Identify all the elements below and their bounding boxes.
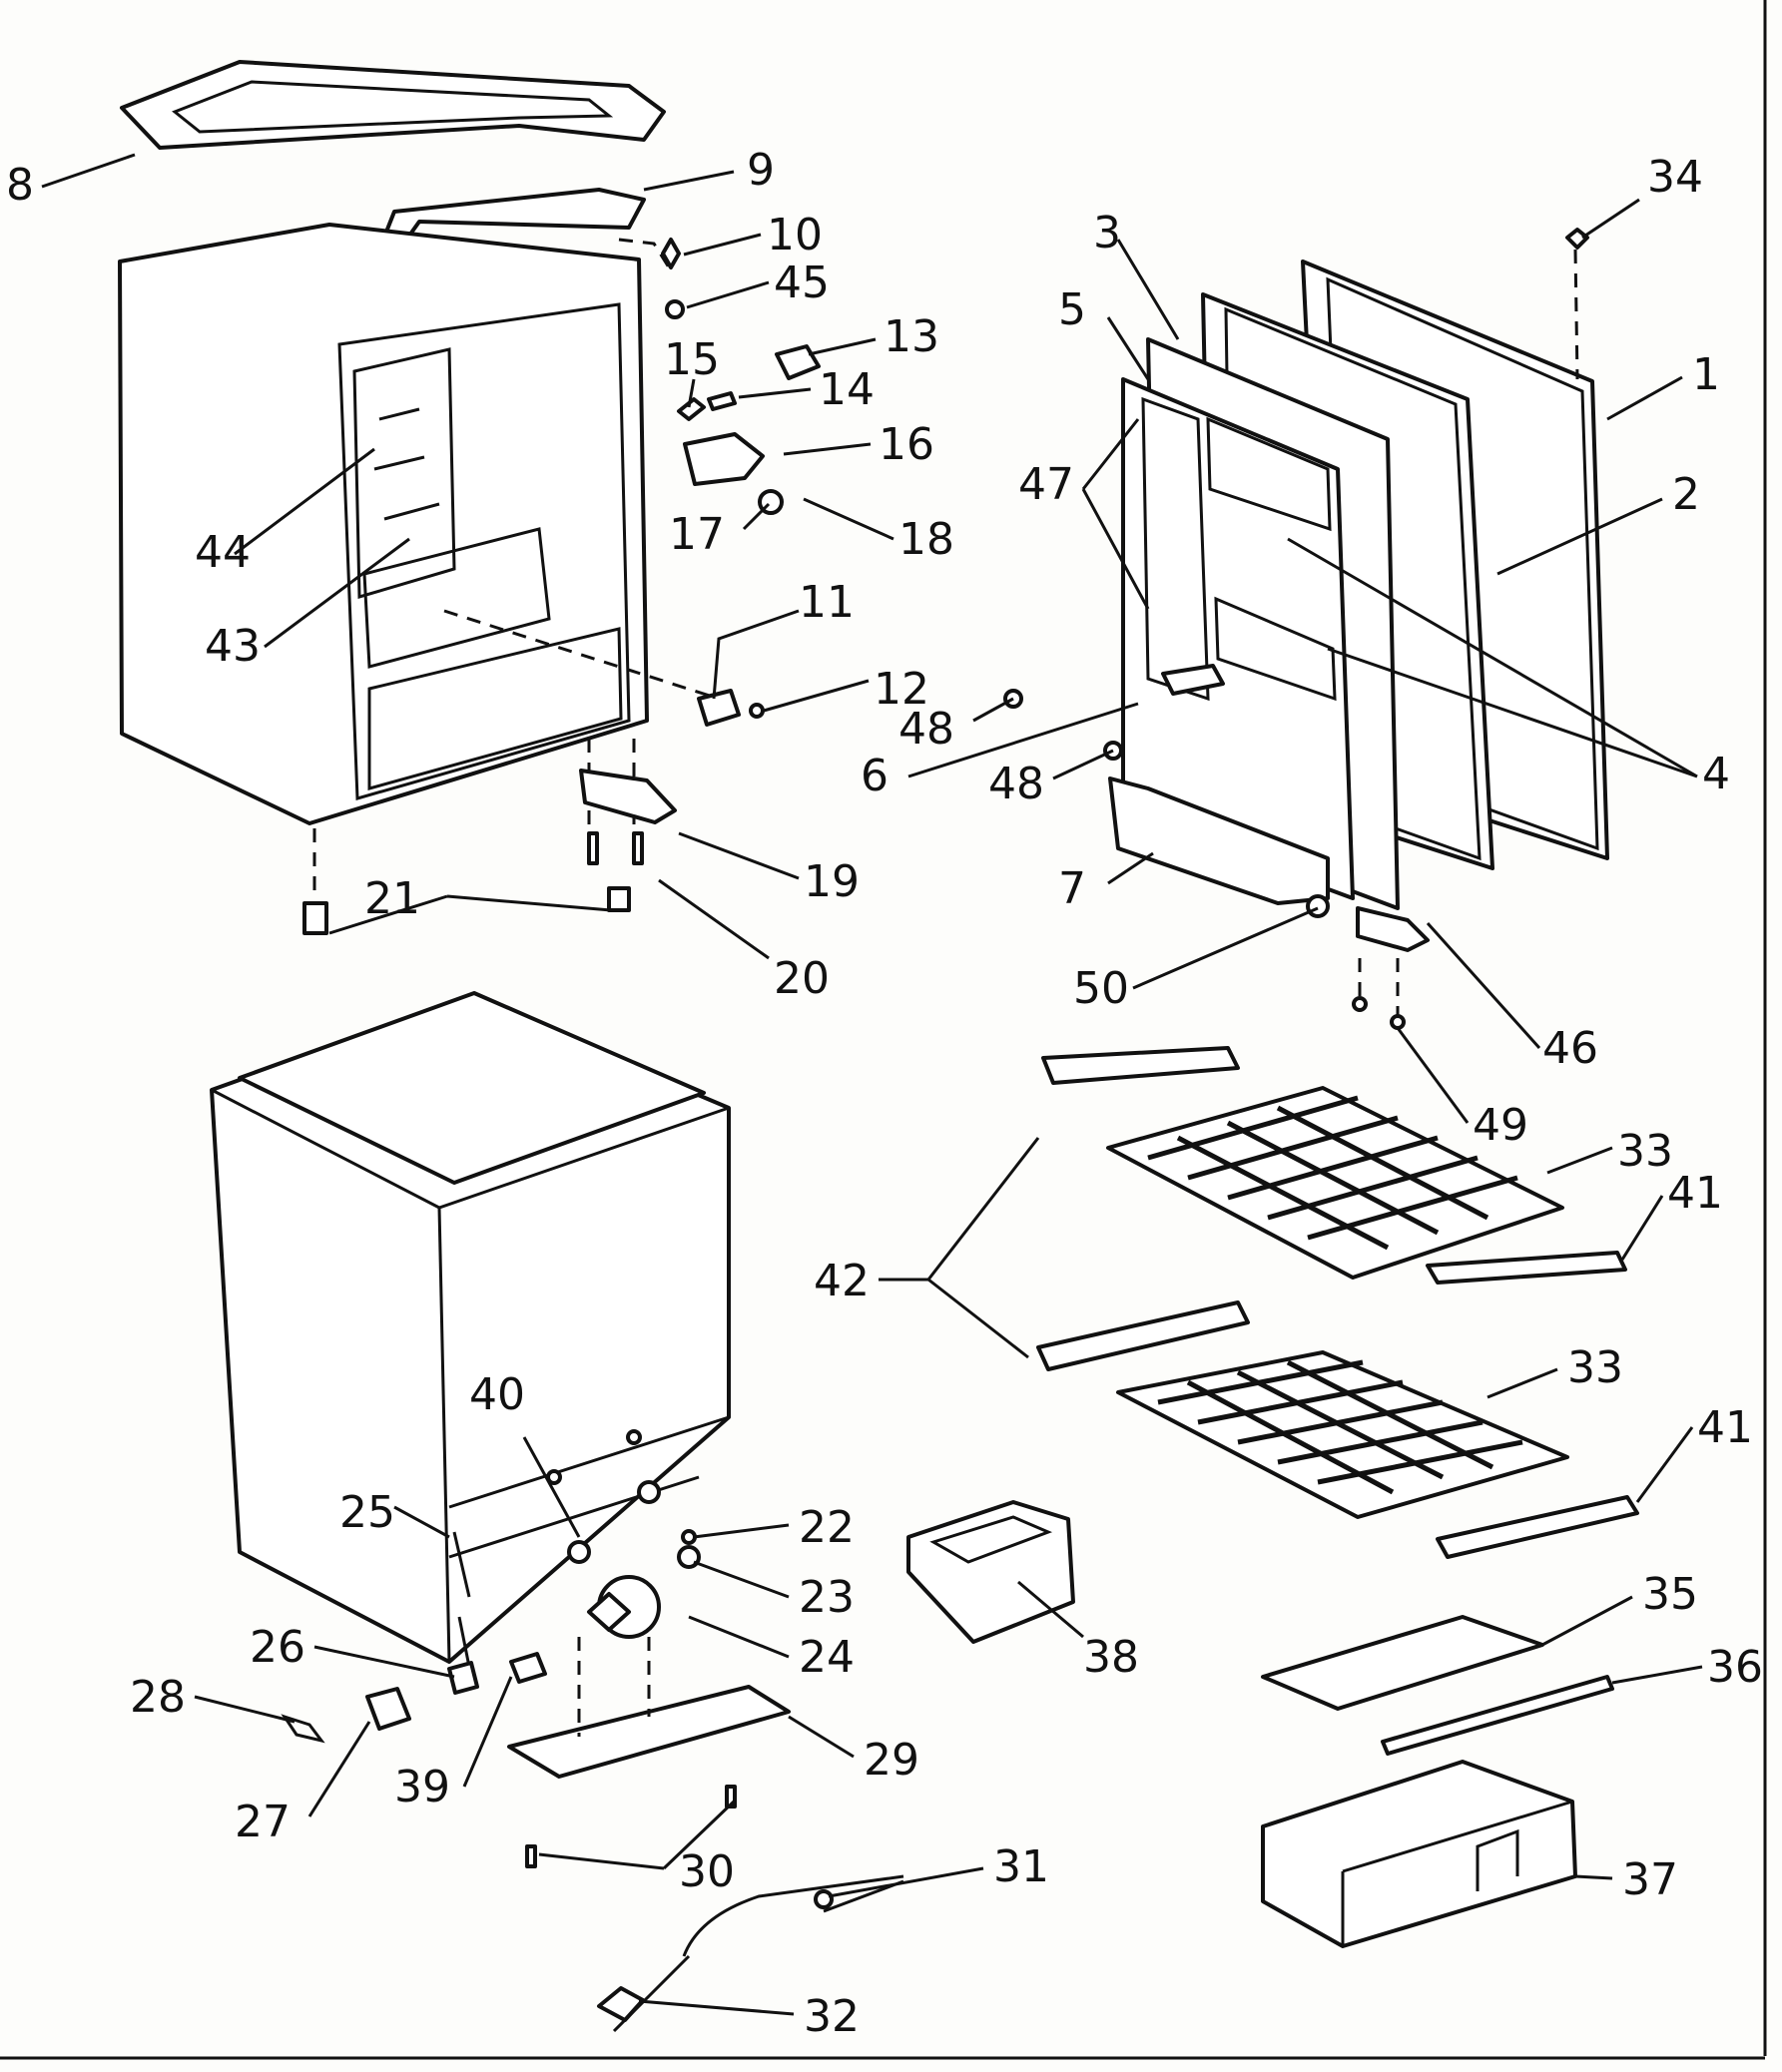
callout-36: 36 — [1707, 1642, 1763, 1693]
callout-23: 23 — [799, 1572, 855, 1623]
callout-10: 10 — [767, 210, 823, 260]
callout-48a: 48 — [898, 704, 954, 755]
callout-49: 49 — [1473, 1100, 1528, 1151]
callout-15: 15 — [664, 334, 720, 385]
door-assembly — [1108, 228, 1609, 910]
callout-34: 34 — [1647, 152, 1703, 203]
callout-32: 32 — [804, 1991, 860, 2042]
callout-18: 18 — [898, 514, 954, 565]
crisper-parts — [1261, 1615, 1614, 1948]
callout-14: 14 — [819, 364, 875, 415]
callout-21: 21 — [364, 873, 420, 924]
callout-24: 24 — [799, 1632, 855, 1683]
callout-33b: 33 — [1567, 1342, 1623, 1393]
callout-40: 40 — [469, 1369, 525, 1420]
callout-9: 9 — [747, 145, 775, 196]
callout-27: 27 — [235, 1797, 291, 1847]
callout-12: 12 — [874, 664, 929, 715]
callout-33a: 33 — [1617, 1126, 1673, 1177]
callout-29: 29 — [864, 1735, 919, 1786]
callout-4: 4 — [1702, 749, 1730, 799]
callout-26: 26 — [250, 1622, 305, 1673]
callout-3: 3 — [1093, 208, 1121, 259]
callout-50: 50 — [1073, 963, 1129, 1014]
callout-25: 25 — [339, 1487, 395, 1538]
callout-41a: 41 — [1667, 1168, 1723, 1219]
callout-30: 30 — [679, 1846, 735, 1897]
callout-42: 42 — [814, 1256, 870, 1306]
shelf-upper — [1041, 1046, 1627, 1285]
callout-20: 20 — [774, 953, 830, 1004]
callout-2: 2 — [1672, 469, 1700, 520]
callout-43: 43 — [205, 621, 261, 672]
callout-11: 11 — [799, 577, 855, 628]
callout-22: 22 — [799, 1502, 855, 1553]
callout-47: 47 — [1018, 459, 1074, 510]
callout-labels: 8 9 10 45 13 15 14 16 17 18 44 43 11 12 … — [6, 145, 1763, 2042]
callout-19: 19 — [804, 856, 860, 907]
callout-46: 46 — [1542, 1023, 1598, 1074]
callout-45: 45 — [774, 258, 830, 308]
door-hinge-parts — [1003, 689, 1430, 1030]
callout-38: 38 — [1083, 1632, 1139, 1683]
callout-5: 5 — [1058, 284, 1086, 335]
callout-8: 8 — [6, 160, 34, 211]
callout-16: 16 — [879, 419, 934, 470]
hinge-hardware-bottom — [302, 689, 765, 935]
callout-17: 17 — [669, 509, 725, 560]
callout-28: 28 — [130, 1672, 186, 1723]
callout-41b: 41 — [1697, 1402, 1753, 1453]
callout-48b: 48 — [988, 759, 1044, 809]
callout-13: 13 — [884, 311, 939, 362]
cabinet-outer — [210, 991, 731, 1664]
callout-35: 35 — [1642, 1569, 1698, 1620]
cabinet-upper — [118, 223, 720, 898]
callout-44: 44 — [195, 527, 251, 578]
callout-6: 6 — [861, 751, 889, 801]
leader-lines — [41, 153, 1703, 2016]
callout-1: 1 — [1692, 349, 1720, 400]
callout-31: 31 — [993, 1841, 1049, 1892]
callout-37: 37 — [1622, 1854, 1678, 1905]
butter-tray — [906, 1500, 1075, 1644]
callout-7: 7 — [1058, 863, 1086, 914]
relay-and-clips — [281, 1652, 547, 1744]
shelf-lower — [1036, 1300, 1639, 1559]
callout-39: 39 — [394, 1762, 450, 1813]
compressor-assembly — [452, 1480, 791, 1868]
